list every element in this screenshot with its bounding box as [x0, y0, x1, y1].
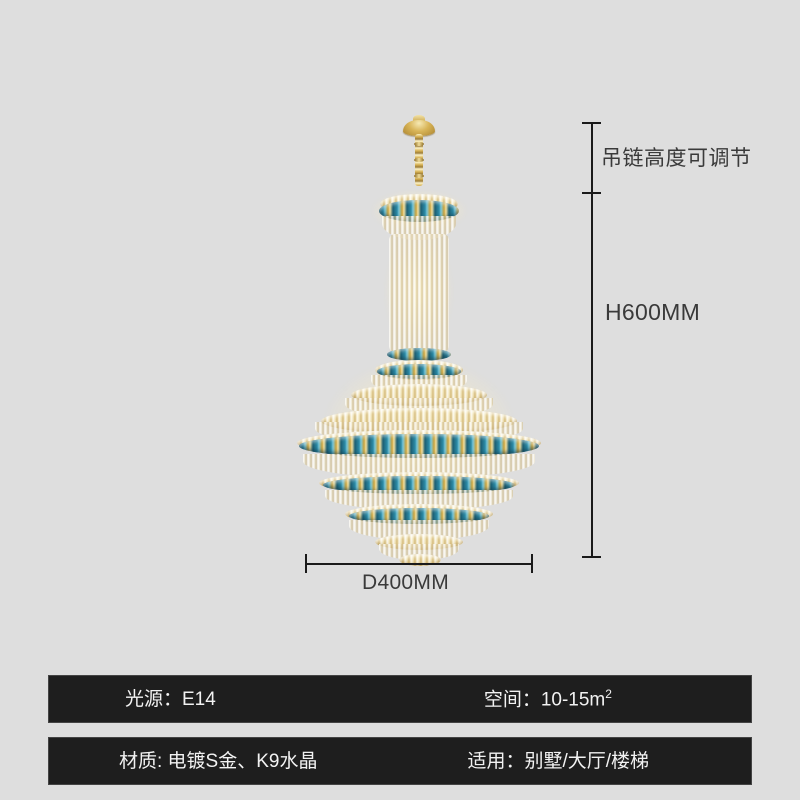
spec-room-area-unit: 2: [605, 687, 612, 702]
height-dimension-tick-middle: [582, 192, 601, 194]
spec-light-source: 光源：E14: [125, 688, 216, 710]
height-dimension-label: H600MM: [605, 299, 701, 325]
width-dimension-line: [305, 563, 533, 565]
column-crystal-strands: [389, 234, 449, 352]
ceiling-canopy: [403, 120, 435, 136]
chain-adjustable-note: 吊链高度可调节: [601, 147, 752, 170]
width-dimension-label: D400MM: [362, 571, 449, 594]
spec-bar-row-1: 光源：E14 空间：10-15m2: [48, 675, 752, 723]
column-base-teal-band: [387, 348, 451, 361]
height-dimension-line: [591, 122, 593, 558]
body-drips-6: [349, 520, 489, 540]
chain-link: [414, 158, 424, 162]
height-dimension-tick-bottom: [582, 556, 601, 558]
spec-material: 材质: 电镀S金、K9水晶: [119, 750, 318, 772]
height-dimension-tick-top: [582, 122, 601, 124]
spec-room-area-value: 10-15m: [540, 689, 606, 711]
spec-application: 适用：别墅/大厅/楼梯: [467, 750, 650, 772]
spec-room-area: 空间：10-15m2: [484, 688, 612, 709]
chandelier-product-image: [283, 112, 553, 566]
body-drips-7: [379, 544, 459, 560]
spec-bar-row-2: 材质: 电镀S金、K9水晶 适用：别墅/大厅/楼梯: [48, 737, 752, 785]
width-dimension-tick-right: [531, 554, 533, 573]
ceiling-mount-cap: [413, 115, 425, 123]
body-drips-5: [325, 490, 513, 510]
chain-link: [414, 142, 424, 146]
chain-link: [414, 174, 424, 178]
body-teal-band-5: [323, 476, 515, 494]
spec-room-area-label: 空间：: [483, 689, 541, 711]
width-dimension-tick-left: [305, 554, 307, 573]
